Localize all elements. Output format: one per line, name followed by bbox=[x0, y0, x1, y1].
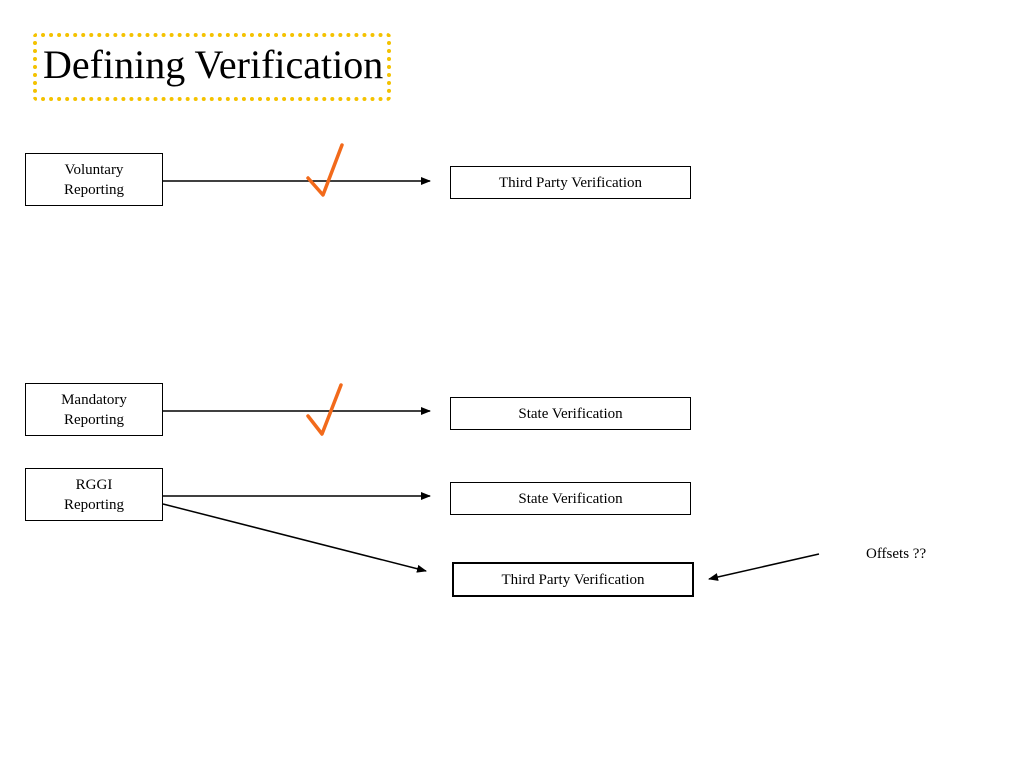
mandatory-label-line2: Reporting bbox=[63, 411, 124, 428]
rggi-state-target-label: State Verification bbox=[518, 490, 623, 507]
voluntary-label-line1: Voluntary bbox=[64, 161, 124, 178]
voluntary-target-label: Third Party Verification bbox=[498, 174, 643, 191]
mandatory-label-line1: Mandatory bbox=[61, 391, 127, 408]
rggi-label-line2: Reporting bbox=[64, 496, 124, 513]
rggi-label-line1: RGGI bbox=[75, 476, 113, 493]
third-party-verification-box-rggi: Third Party Verification bbox=[452, 562, 694, 597]
third-party-verification-box-voluntary: Third Party Verification bbox=[450, 166, 691, 199]
checkmark-icon bbox=[306, 383, 343, 436]
offsets-note: Offsets ?? bbox=[866, 546, 927, 562]
mandatory-target-label: State Verification bbox=[518, 405, 623, 422]
page-title: Defining Verification bbox=[43, 42, 384, 87]
offsets-arrow bbox=[708, 553, 820, 581]
rggi-reporting-box: RGGI Reporting bbox=[25, 468, 163, 521]
title-frame bbox=[33, 33, 391, 101]
checkmark-icon bbox=[306, 143, 344, 197]
state-verification-box-mandatory: State Verification bbox=[450, 397, 691, 430]
rggi-third-party-arrow bbox=[162, 503, 427, 573]
state-verification-box-rggi: State Verification bbox=[450, 482, 691, 515]
rggi-third-party-target-label: Third Party Verification bbox=[501, 571, 645, 588]
mandatory-reporting-box: Mandatory Reporting bbox=[25, 383, 163, 436]
voluntary-label-line2: Reporting bbox=[64, 181, 124, 198]
voluntary-reporting-box: Voluntary Reporting bbox=[25, 153, 163, 206]
